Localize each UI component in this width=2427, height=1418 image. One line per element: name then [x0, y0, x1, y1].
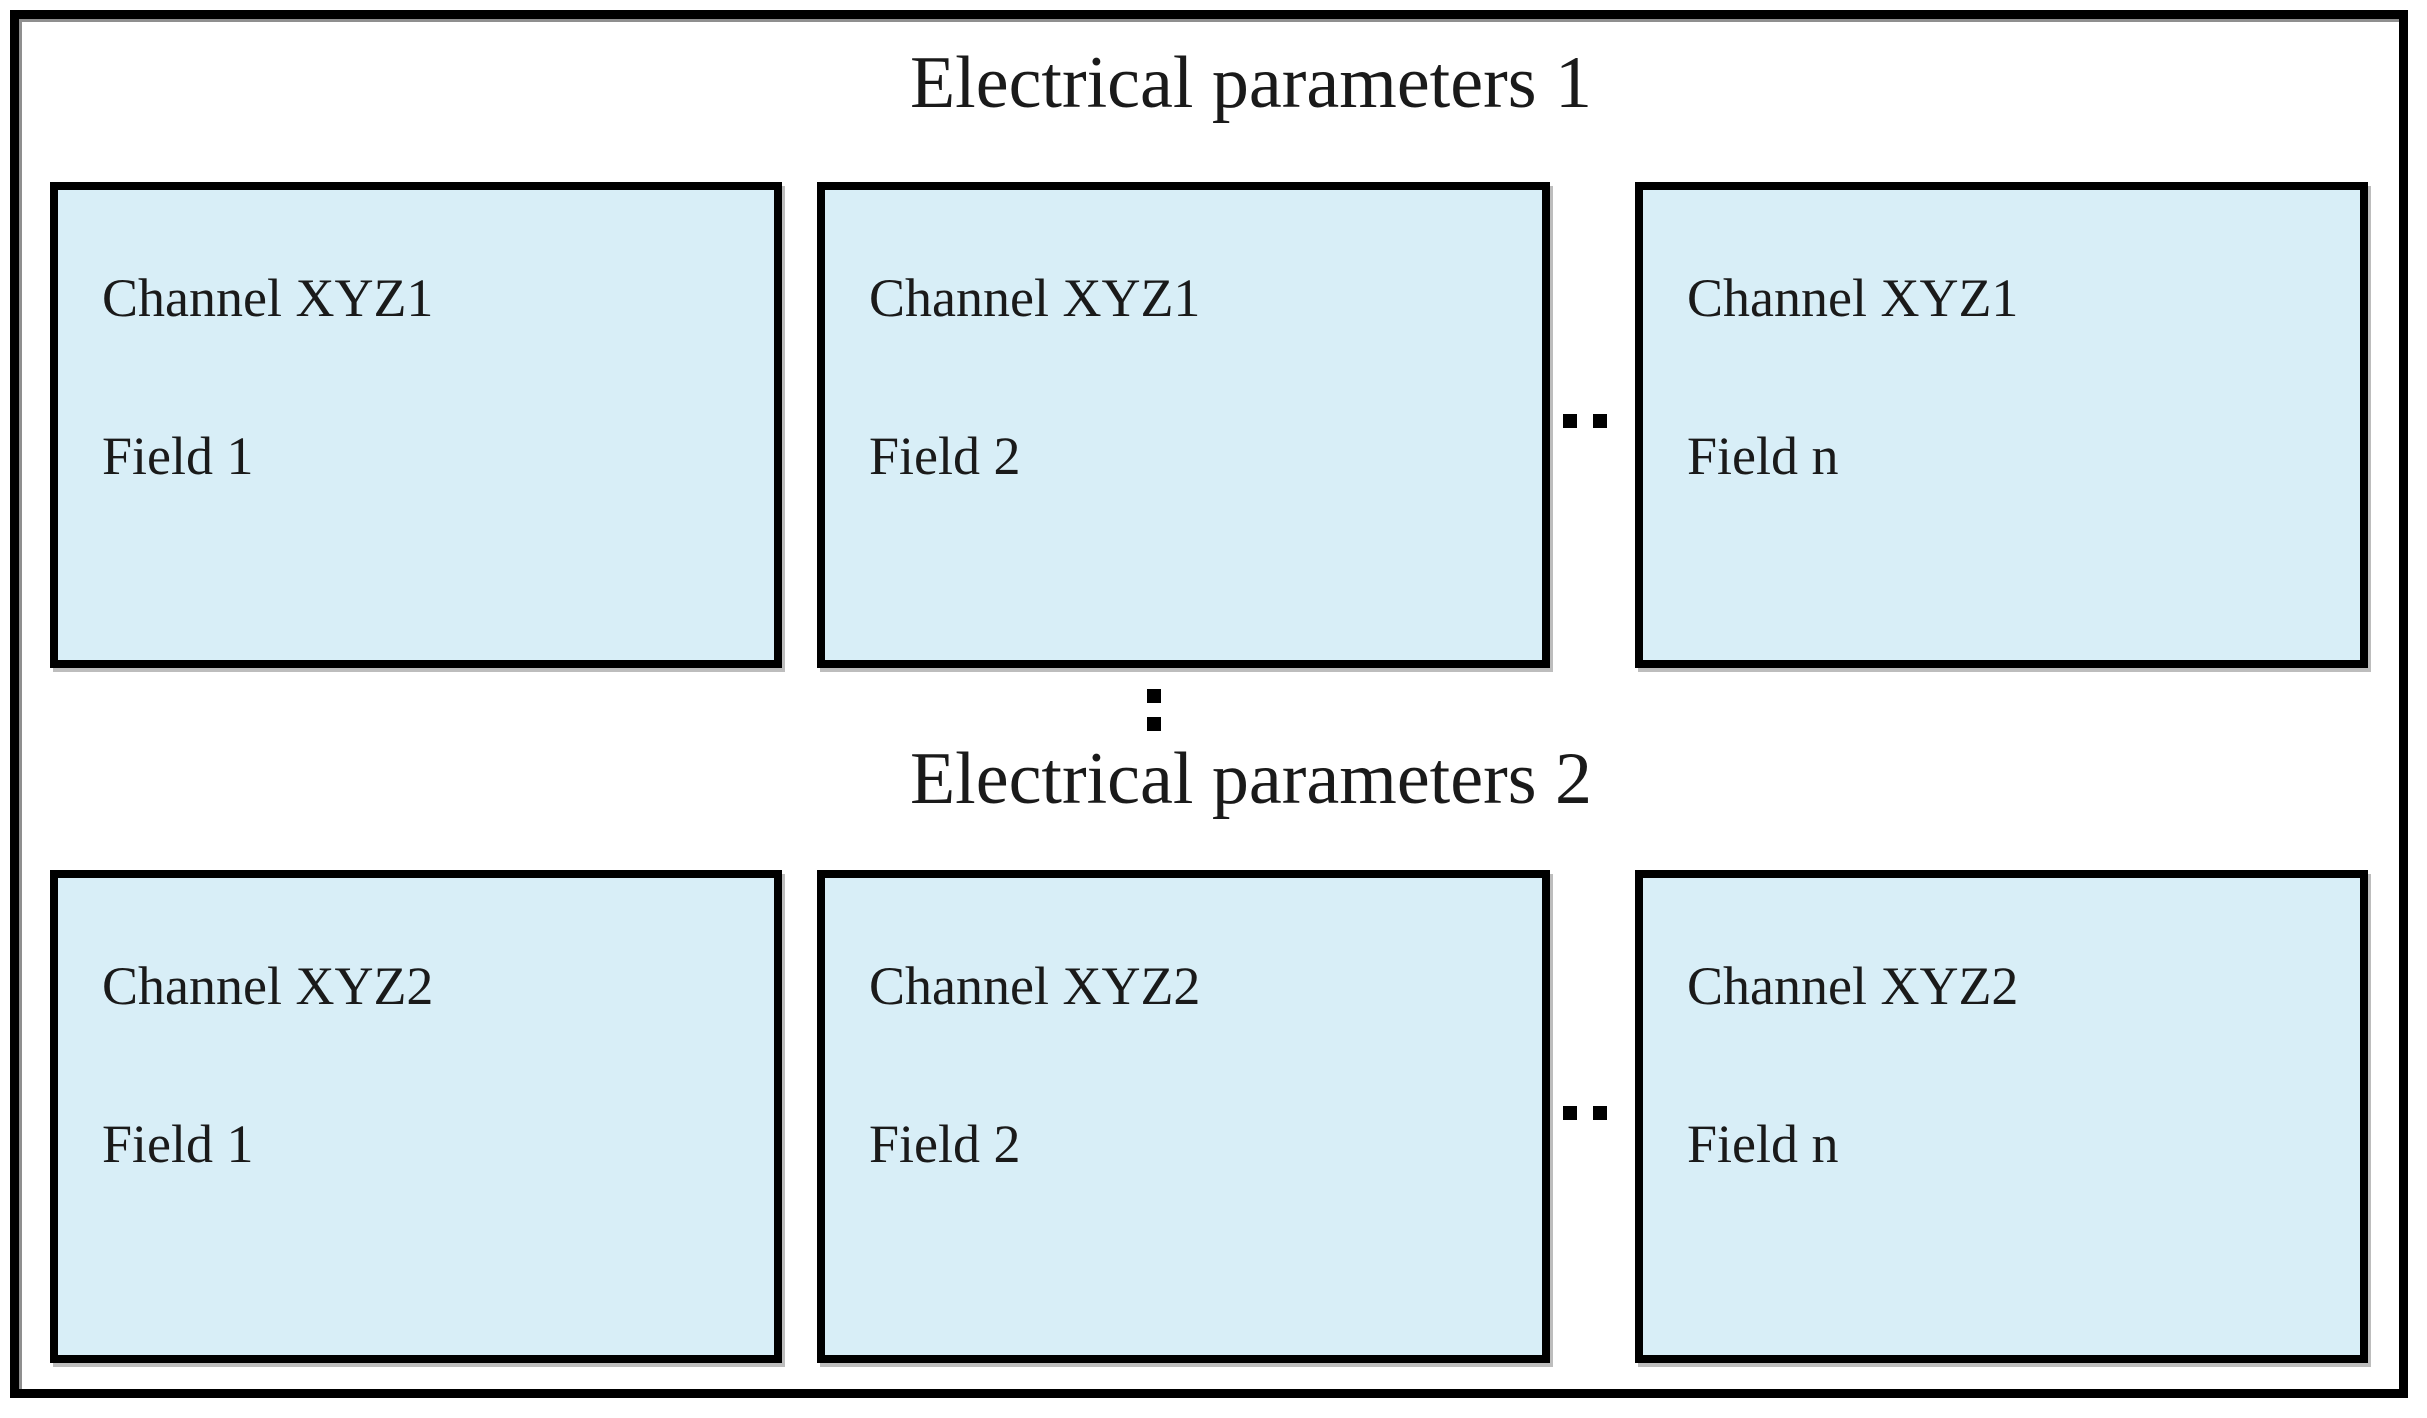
section-1-title: Electrical parameters 1: [909, 42, 1593, 124]
section-1-box-field-2: Channel XYZ1 Field 2: [817, 182, 1550, 668]
horizontal-ellipsis-icon: [1563, 1106, 1607, 1120]
field-label: Field 2: [869, 1114, 1021, 1174]
outer-frame: [10, 10, 2408, 1398]
channel-label: Channel XYZ2: [102, 956, 434, 1016]
channel-label: Channel XYZ1: [869, 268, 1201, 328]
dot-icon: [1563, 414, 1577, 428]
dot-icon: [1593, 414, 1607, 428]
channel-label: Channel XYZ2: [869, 956, 1201, 1016]
dot-icon: [1147, 717, 1161, 731]
section-2-box-field-2: Channel XYZ2 Field 2: [817, 870, 1550, 1363]
field-label: Field 2: [869, 426, 1021, 486]
field-label: Field 1: [102, 1114, 254, 1174]
section-1-box-field-1: Channel XYZ1 Field 1: [50, 182, 782, 668]
section-2-title: Electrical parameters 2: [909, 738, 1593, 820]
dot-icon: [1147, 689, 1161, 703]
field-label: Field 1: [102, 426, 254, 486]
channel-label: Channel XYZ1: [102, 268, 434, 328]
channel-label: Channel XYZ2: [1687, 956, 2019, 1016]
section-1-box-field-n: Channel XYZ1 Field n: [1635, 182, 2368, 668]
section-2-box-field-1: Channel XYZ2 Field 1: [50, 870, 782, 1363]
section-2-box-field-n: Channel XYZ2 Field n: [1635, 870, 2368, 1363]
dot-icon: [1563, 1106, 1577, 1120]
vertical-ellipsis-icon: [1147, 689, 1161, 731]
field-label: Field n: [1687, 1114, 1839, 1174]
channel-label: Channel XYZ1: [1687, 268, 2019, 328]
dot-icon: [1593, 1106, 1607, 1120]
field-label: Field n: [1687, 426, 1839, 486]
horizontal-ellipsis-icon: [1563, 414, 1607, 428]
